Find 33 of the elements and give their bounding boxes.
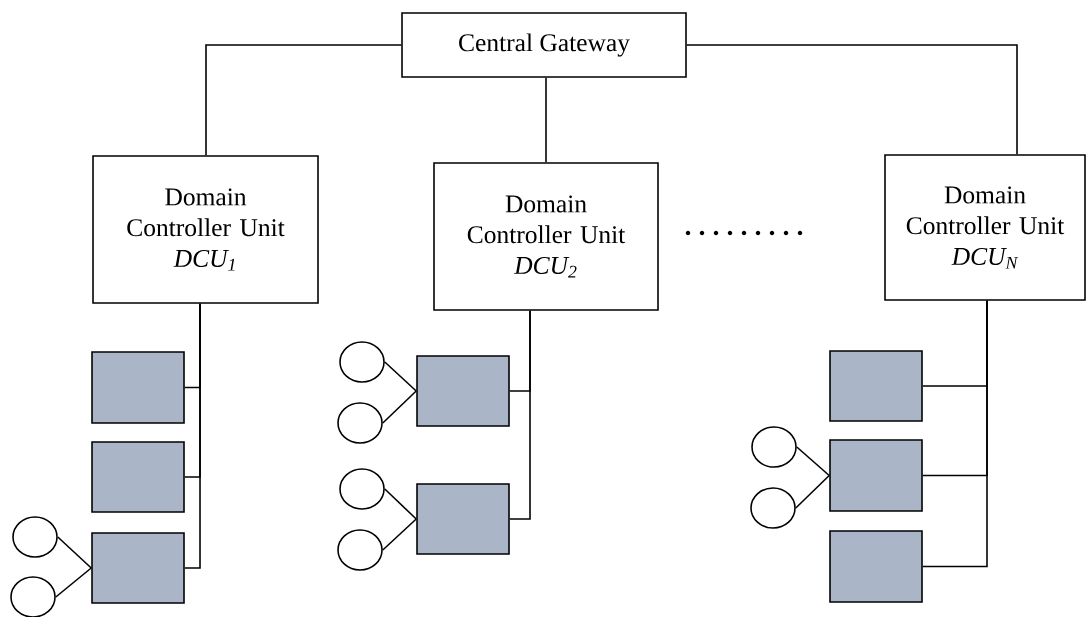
connector-line (382, 390, 417, 424)
connector-line (184, 303, 201, 569)
unit-box (91, 532, 185, 604)
unit-box (416, 355, 510, 427)
connector-line (509, 310, 531, 520)
unit-box (416, 483, 510, 555)
connector-line (205, 44, 402, 156)
unit-box (91, 351, 185, 424)
controller-box: Domain Controller Unit DCU$_{N}$ (884, 154, 1086, 301)
connector-line (384, 488, 417, 520)
sensor-circle (12, 516, 58, 558)
connector-line (384, 361, 417, 392)
sensor-circle (751, 426, 797, 468)
connector-line (795, 474, 830, 509)
connector-line (55, 567, 92, 598)
connector-line (382, 518, 417, 551)
sensor-circle (750, 487, 796, 529)
sensor-circle (337, 529, 383, 571)
unit-box (829, 530, 923, 603)
sensor-circle (339, 341, 385, 383)
unit-box (829, 439, 923, 512)
sensor-circle (337, 402, 383, 444)
unit-box (829, 350, 923, 422)
connector-line (686, 44, 1018, 155)
connector-line (922, 300, 988, 568)
controller-box: Domain Controller Unit DCU$_{1}$ (92, 155, 319, 304)
connector-line (796, 446, 830, 477)
sensor-circle (339, 468, 385, 510)
controller-box: Domain Controller Unit DCU$_{2}$ (433, 162, 659, 311)
unit-box (91, 441, 185, 513)
connector-line (545, 77, 547, 163)
gateway-box: Central Gateway (401, 12, 687, 78)
connector-line (57, 536, 92, 569)
